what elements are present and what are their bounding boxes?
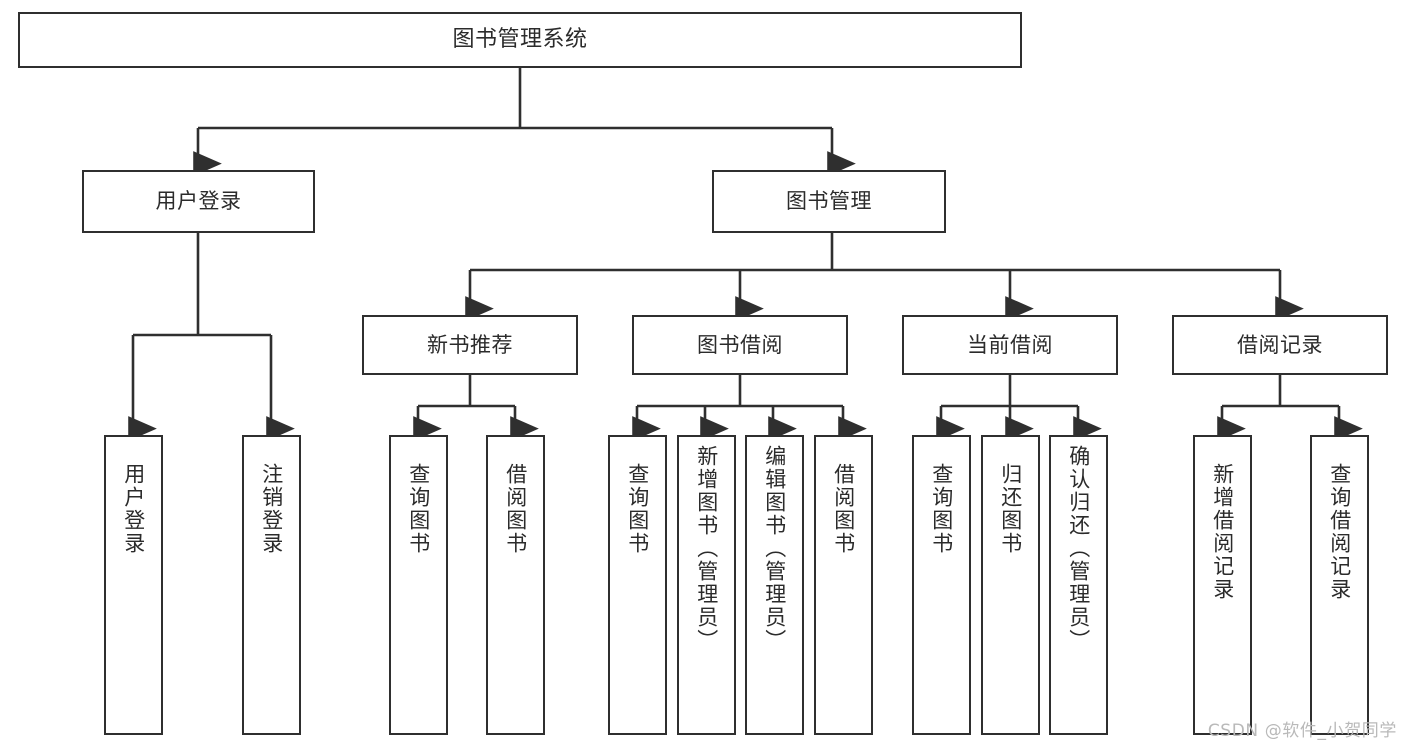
leaf-query-book-current-label: 查询图书 xyxy=(929,463,954,555)
leaf-add-book-admin[interactable]: 新增图书（管理员） xyxy=(677,435,736,735)
leaf-query-borrow-record[interactable]: 查询借阅记录 xyxy=(1310,435,1369,735)
leaf-query-borrow-record-label: 查询借阅记录 xyxy=(1327,463,1352,601)
leaf-return-book[interactable]: 归还图书 xyxy=(981,435,1040,735)
leaf-edit-book-admin-label: 编辑图书（管理员） xyxy=(762,445,787,652)
leaf-query-book-recommend[interactable]: 查询图书 xyxy=(389,435,448,735)
node-borrow-records-label: 借阅记录 xyxy=(1237,332,1323,357)
leaf-borrow-book-borrow[interactable]: 借阅图书 xyxy=(814,435,873,735)
leaf-logout[interactable]: 注销登录 xyxy=(242,435,301,735)
leaf-user-login[interactable]: 用户登录 xyxy=(104,435,163,735)
leaf-add-borrow-record[interactable]: 新增借阅记录 xyxy=(1193,435,1252,735)
node-book-management[interactable]: 图书管理 xyxy=(712,170,946,233)
node-new-book-recommend-label: 新书推荐 xyxy=(427,332,513,357)
node-book-borrow-label: 图书借阅 xyxy=(697,332,783,357)
leaf-confirm-return-admin-label: 确认归还（管理员） xyxy=(1066,445,1091,652)
leaf-logout-label: 注销登录 xyxy=(259,463,284,555)
leaf-query-book-current[interactable]: 查询图书 xyxy=(912,435,971,735)
csdn-watermark: CSDN @软件_小贺同学 xyxy=(1207,721,1397,741)
leaf-add-borrow-record-label: 新增借阅记录 xyxy=(1210,463,1235,601)
leaf-borrow-book-borrow-label: 借阅图书 xyxy=(831,463,856,555)
node-user-login[interactable]: 用户登录 xyxy=(82,170,315,233)
leaf-confirm-return-admin[interactable]: 确认归还（管理员） xyxy=(1049,435,1108,735)
node-borrow-records[interactable]: 借阅记录 xyxy=(1172,315,1388,375)
leaf-query-book-borrow[interactable]: 查询图书 xyxy=(608,435,667,735)
leaf-query-book-borrow-label: 查询图书 xyxy=(625,463,650,555)
node-current-borrow[interactable]: 当前借阅 xyxy=(902,315,1118,375)
leaf-return-book-label: 归还图书 xyxy=(998,463,1023,555)
node-root-label: 图书管理系统 xyxy=(452,27,588,53)
leaf-borrow-book-recommend[interactable]: 借阅图书 xyxy=(486,435,545,735)
node-user-login-label: 用户登录 xyxy=(155,189,242,214)
leaf-user-login-label: 用户登录 xyxy=(121,463,146,555)
node-current-borrow-label: 当前借阅 xyxy=(967,332,1053,357)
node-book-borrow[interactable]: 图书借阅 xyxy=(632,315,848,375)
leaf-edit-book-admin[interactable]: 编辑图书（管理员） xyxy=(745,435,804,735)
node-new-book-recommend[interactable]: 新书推荐 xyxy=(362,315,578,375)
leaf-query-book-recommend-label: 查询图书 xyxy=(406,463,431,555)
leaf-add-book-admin-label: 新增图书（管理员） xyxy=(694,445,719,652)
node-book-management-label: 图书管理 xyxy=(786,189,872,214)
node-root[interactable]: 图书管理系统 xyxy=(18,12,1022,68)
leaf-borrow-book-recommend-label: 借阅图书 xyxy=(503,463,528,555)
